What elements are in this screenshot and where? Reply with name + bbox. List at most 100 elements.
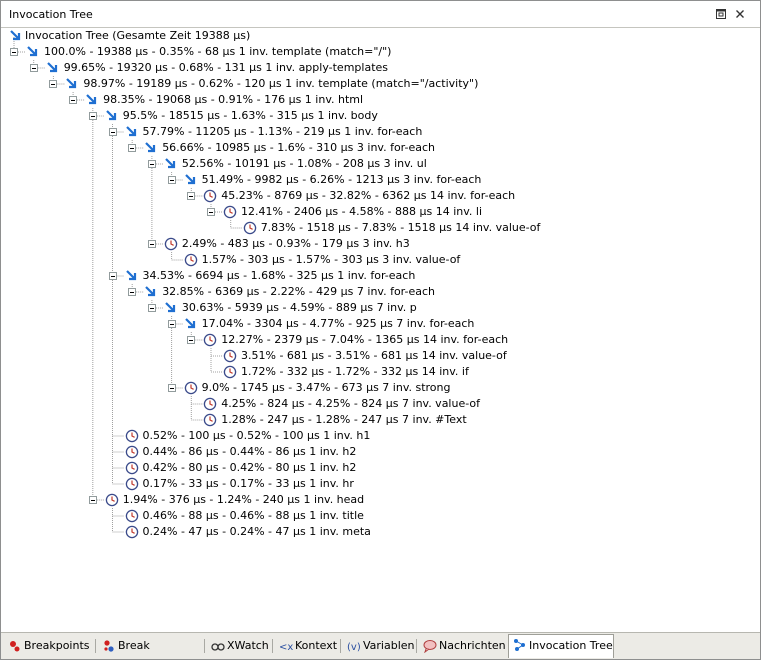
tab-label: Nachrichten	[439, 639, 506, 652]
collapse-icon[interactable]	[187, 192, 196, 200]
tree-node[interactable]: 45.23% - 8769 µs - 32.82% - 6362 µs 14 i…	[1, 188, 758, 204]
tree-node-label: 17.04% - 3304 µs - 4.77% - 925 µs 7 inv.…	[201, 317, 475, 330]
tree-node-label: 2.49% - 483 µs - 0.93% - 179 µs 3 inv. h…	[181, 237, 410, 250]
collapse-icon[interactable]	[88, 496, 97, 504]
tree-node-label: 32.85% - 6369 µs - 2.22% - 429 µs 7 inv.…	[162, 285, 435, 298]
tree-node-label: 12.27% - 2379 µs - 7.04% - 1365 µs 14 in…	[221, 333, 509, 346]
tree-node-label: 4.25% - 824 µs - 4.25% - 824 µs 7 inv. v…	[221, 397, 481, 410]
tree-node[interactable]: 0.52% - 100 µs - 0.52% - 100 µs 1 inv. h…	[1, 428, 758, 444]
tree-node-label: 56.66% - 10985 µs - 1.6% - 310 µs 3 inv.…	[162, 141, 435, 154]
tab-separator	[204, 639, 205, 653]
tree-node[interactable]: 98.97% - 19189 µs - 0.62% - 120 µs 1 inv…	[1, 76, 758, 92]
clock-icon	[203, 189, 217, 203]
tree-node[interactable]: 57.79% - 11205 µs - 1.13% - 219 µs 1 inv…	[1, 124, 758, 140]
tab-break-bedingung[interactable]: Break Bedingung	[98, 636, 202, 656]
tree-node-label: 1.72% - 332 µs - 1.72% - 332 µs 14 inv. …	[241, 365, 469, 378]
tab-breakpoints[interactable]: Breakpoints	[4, 636, 94, 656]
tab-label: Variablen	[363, 639, 415, 652]
clock-icon	[223, 205, 237, 219]
collapse-icon[interactable]	[128, 144, 137, 152]
clock-icon	[125, 477, 139, 491]
tree-node[interactable]: 17.04% - 3304 µs - 4.77% - 925 µs 7 inv.…	[1, 316, 758, 332]
tree-node[interactable]: 34.53% - 6694 µs - 1.68% - 325 µs 1 inv.…	[1, 268, 758, 284]
tree-node[interactable]: 0.24% - 47 µs - 0.24% - 47 µs 1 inv. met…	[1, 524, 758, 540]
collapse-icon[interactable]	[10, 48, 18, 56]
tree-node[interactable]: 0.42% - 80 µs - 0.42% - 80 µs 1 inv. h2	[1, 460, 758, 476]
arrow-icon	[125, 269, 139, 283]
clock-icon	[203, 397, 217, 411]
tree-node-label: 51.49% - 9982 µs - 6.26% - 1213 µs 3 inv…	[201, 173, 482, 186]
tree-node[interactable]: 56.66% - 10985 µs - 1.6% - 310 µs 3 inv.…	[1, 140, 758, 156]
collapse-icon[interactable]	[88, 112, 97, 120]
collapse-icon[interactable]	[187, 336, 196, 344]
tab-xwatch[interactable]: XWatch	[207, 636, 271, 656]
clock-icon	[184, 381, 198, 395]
tab-nachrichten[interactable]: Nachrichten	[419, 636, 506, 656]
tree-node-label: 0.46% - 88 µs - 0.46% - 88 µs 1 inv. tit…	[142, 509, 364, 522]
collapse-icon[interactable]	[29, 64, 38, 72]
tree-node[interactable]: 2.49% - 483 µs - 0.93% - 179 µs 3 inv. h…	[1, 236, 758, 252]
tree-node-label: 52.56% - 10191 µs - 1.08% - 208 µs 3 inv…	[181, 157, 427, 170]
tab-kontext[interactable]: <x>Kontext	[275, 636, 339, 656]
tree-node-label: 0.52% - 100 µs - 0.52% - 100 µs 1 inv. h…	[142, 429, 371, 442]
collapse-icon[interactable]	[147, 160, 156, 168]
tree-node[interactable]: 7.83% - 1518 µs - 7.83% - 1518 µs 14 inv…	[1, 220, 758, 236]
collapse-icon[interactable]	[167, 384, 176, 392]
collapse-icon[interactable]	[69, 96, 78, 104]
tab-variablen[interactable]: (v)Variablen	[343, 636, 415, 656]
invocation-tree[interactable]: Invocation Tree (Gesamte Zeit 19388 µs) …	[1, 28, 758, 630]
tree-node[interactable]: 1.72% - 332 µs - 1.72% - 332 µs 14 inv. …	[1, 364, 758, 380]
tree-node[interactable]: 51.49% - 9982 µs - 6.26% - 1213 µs 3 inv…	[1, 172, 758, 188]
collapse-icon[interactable]	[128, 288, 137, 296]
tree-node[interactable]: 95.5% - 18515 µs - 1.63% - 315 µs 1 inv.…	[1, 108, 758, 124]
tree-node-label: 30.63% - 5939 µs - 4.59% - 889 µs 7 inv.…	[181, 301, 417, 314]
tree-node-label: 95.5% - 18515 µs - 1.63% - 315 µs 1 inv.…	[122, 109, 378, 122]
tree-node-label: 7.83% - 1518 µs - 7.83% - 1518 µs 14 inv…	[260, 221, 541, 234]
arrow-icon	[46, 61, 60, 75]
tree-node[interactable]: 98.35% - 19068 µs - 0.91% - 176 µs 1 inv…	[1, 92, 758, 108]
tab-label: XWatch	[227, 639, 269, 652]
tree-node[interactable]: 1.28% - 247 µs - 1.28% - 247 µs 7 inv. #…	[1, 412, 758, 428]
tab-invocation-tree[interactable]: Invocation Tree	[508, 634, 614, 658]
tree-root-label: Invocation Tree (Gesamte Zeit 19388 µs)	[25, 29, 251, 42]
collapse-icon[interactable]	[49, 80, 58, 88]
tree-node-label: 12.41% - 2406 µs - 4.58% - 888 µs 14 inv…	[241, 205, 482, 218]
tree-node[interactable]: 12.41% - 2406 µs - 4.58% - 888 µs 14 inv…	[1, 204, 758, 220]
tree-node[interactable]: 1.57% - 303 µs - 1.57% - 303 µs 3 inv. v…	[1, 252, 758, 268]
arrow-icon	[184, 317, 198, 331]
tree-node[interactable]: 32.85% - 6369 µs - 2.22% - 429 µs 7 inv.…	[1, 284, 758, 300]
collapse-icon[interactable]	[108, 272, 117, 280]
view-titlebar: Invocation Tree	[1, 1, 760, 28]
tree-node[interactable]: 3.51% - 681 µs - 3.51% - 681 µs 14 inv. …	[1, 348, 758, 364]
tab-label: Invocation Tree	[529, 639, 613, 652]
collapse-icon[interactable]	[147, 304, 156, 312]
arrow-icon	[65, 77, 79, 91]
variables-icon: (v)	[347, 639, 361, 653]
close-icon[interactable]	[734, 8, 746, 20]
collapse-icon[interactable]	[147, 240, 156, 248]
tree-node[interactable]: 9.0% - 1745 µs - 3.47% - 673 µs 7 inv. s…	[1, 380, 758, 396]
tree-node[interactable]: 30.63% - 5939 µs - 4.59% - 889 µs 7 inv.…	[1, 300, 758, 316]
arrow-icon	[164, 157, 178, 171]
collapse-icon[interactable]	[167, 320, 176, 328]
tree-node[interactable]: 99.65% - 19320 µs - 0.68% - 131 µs 1 inv…	[1, 60, 758, 76]
tree-node-label: 98.97% - 19189 µs - 0.62% - 120 µs 1 inv…	[83, 77, 479, 90]
collapse-icon[interactable]	[207, 208, 215, 216]
tree-node[interactable]: 52.56% - 10191 µs - 1.08% - 208 µs 3 inv…	[1, 156, 758, 172]
clock-icon	[105, 493, 119, 507]
tree-node[interactable]: 4.25% - 824 µs - 4.25% - 824 µs 7 inv. v…	[1, 396, 758, 412]
tab-separator	[272, 639, 273, 653]
tree-node[interactable]: 1.94% - 376 µs - 1.24% - 240 µs 1 inv. h…	[1, 492, 758, 508]
tree-node[interactable]: 100.0% - 19388 µs - 0.35% - 68 µs 1 inv.…	[1, 44, 758, 60]
view-title: Invocation Tree	[9, 8, 93, 21]
tree-node[interactable]: 0.17% - 33 µs - 0.17% - 33 µs 1 inv. hr	[1, 476, 758, 492]
tree-node-label: 99.65% - 19320 µs - 0.68% - 131 µs 1 inv…	[63, 61, 389, 74]
tree-node-label: 45.23% - 8769 µs - 32.82% - 6362 µs 14 i…	[221, 189, 516, 202]
tree-node[interactable]: 0.46% - 88 µs - 0.46% - 88 µs 1 inv. tit…	[1, 508, 758, 524]
collapse-icon[interactable]	[167, 176, 176, 184]
clock-icon	[223, 349, 237, 363]
maximize-icon[interactable]	[715, 8, 727, 20]
tree-node[interactable]: 12.27% - 2379 µs - 7.04% - 1365 µs 14 in…	[1, 332, 758, 348]
collapse-icon[interactable]	[108, 128, 117, 136]
tree-node[interactable]: 0.44% - 86 µs - 0.44% - 86 µs 1 inv. h2	[1, 444, 758, 460]
